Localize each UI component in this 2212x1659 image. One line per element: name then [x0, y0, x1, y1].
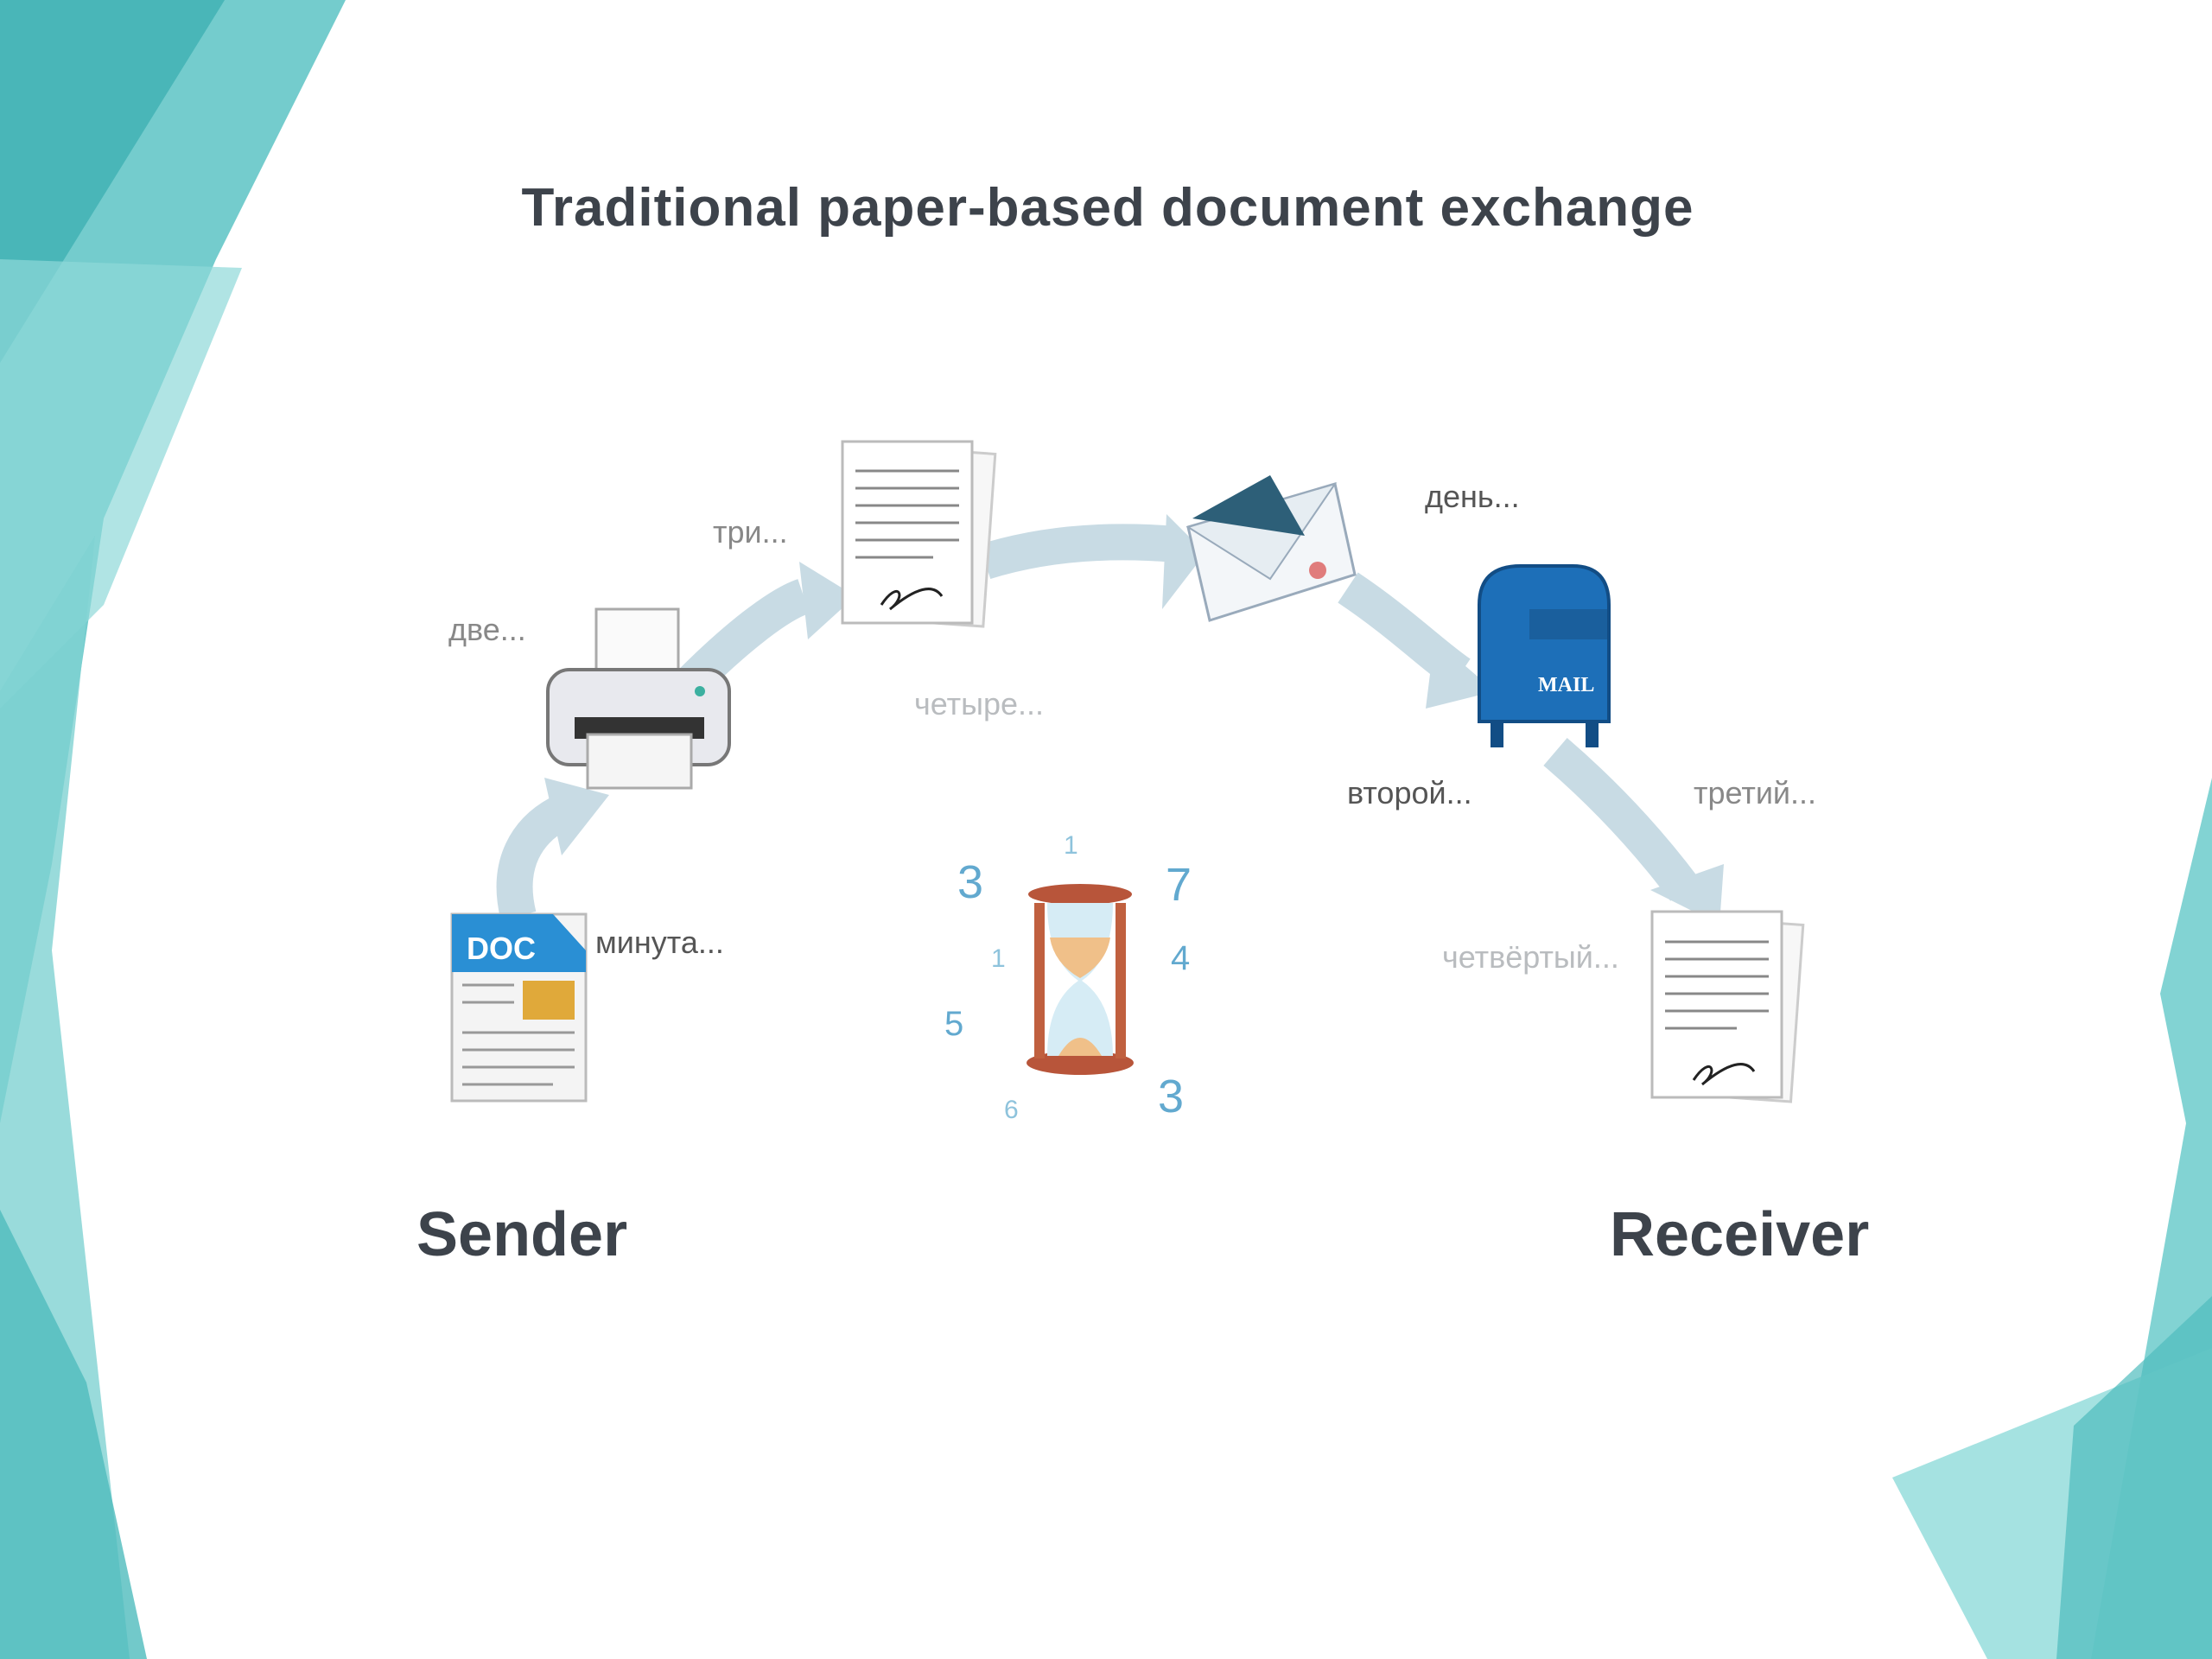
clock-number: 1: [991, 944, 1006, 973]
sender-label: Sender: [416, 1200, 628, 1269]
page-title: Traditional paper-based document exchang…: [521, 178, 1694, 238]
printer-icon: [546, 607, 731, 790]
clock-number: 6: [1004, 1096, 1019, 1124]
received-papers-icon: [1650, 910, 1805, 1103]
label-three: три...: [713, 514, 788, 550]
mailbox-text: MAIL: [1538, 674, 1594, 696]
label-fourth: четвёртый...: [1442, 939, 1619, 975]
label-day: день...: [1425, 479, 1520, 514]
signed-papers-icon: [841, 440, 997, 628]
clock-number: 5: [944, 1005, 964, 1043]
label-two: две...: [448, 612, 526, 647]
arrow-mailbox-to-papers: [1543, 738, 1700, 901]
clock-number: 7: [1166, 859, 1192, 911]
label-four: четыре...: [914, 686, 1044, 721]
arrow-papers-to-envelope: [979, 524, 1177, 580]
mailbox-icon: MAIL: [1478, 564, 1611, 747]
receiver-label: Receiver: [1610, 1200, 1870, 1269]
hourglass-icon: [1027, 884, 1134, 1075]
clock-number: 3: [957, 856, 984, 908]
arrow-doc-to-printer: [496, 796, 571, 921]
label-second: второй...: [1347, 775, 1472, 810]
label-minute: минута...: [595, 925, 724, 960]
envelope-icon: [1185, 475, 1357, 622]
clock-number: 1: [1064, 831, 1078, 860]
doc-badge: DOC: [467, 931, 536, 966]
doc-file-icon: DOC: [450, 912, 588, 1103]
label-third: третий...: [1694, 775, 1817, 810]
clock-number: 3: [1158, 1071, 1185, 1122]
clock-number: 4: [1171, 939, 1191, 977]
